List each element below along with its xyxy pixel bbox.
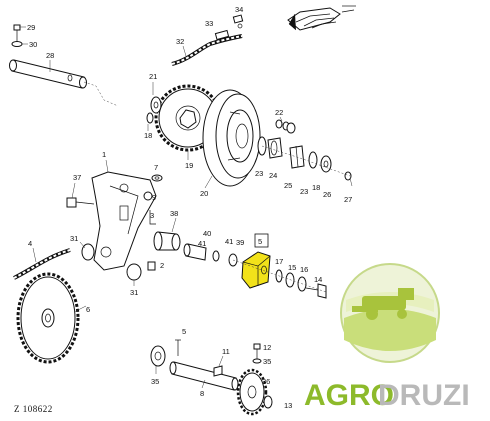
drawing-reference: Z 108622 [14, 404, 53, 414]
callout-16: 16 [300, 265, 308, 274]
callout-26: 26 [323, 190, 331, 199]
spacer-40 [183, 243, 207, 261]
callout-33: 33 [205, 19, 213, 28]
callout-35: 35 [151, 377, 159, 386]
washer-35 [150, 345, 166, 367]
callout-14: 14 [314, 275, 322, 284]
washer-30 [11, 41, 23, 47]
washer-18-upper [146, 112, 154, 124]
callout-29: 29 [27, 23, 35, 32]
washer-9 [143, 191, 153, 201]
washer-13 [263, 395, 273, 409]
washer-18-lower [308, 151, 318, 169]
washer-12 [252, 358, 262, 364]
chain-link-33 [214, 29, 230, 41]
callout-21: 21 [149, 72, 157, 81]
bolt-37 [66, 197, 95, 208]
bushing-38 [153, 231, 181, 251]
part-10 [147, 261, 156, 271]
callout-39: 39 [236, 238, 244, 247]
callout-18-lower: 18 [312, 183, 320, 192]
callout-5-lower: 5 [182, 327, 186, 336]
callout-34: 34 [235, 5, 243, 14]
sprocket-4 [16, 272, 80, 364]
callout-23: 23 [255, 169, 263, 178]
washer-21 [150, 96, 162, 114]
callout-30: 30 [29, 40, 37, 49]
callout-6: 8 [200, 389, 204, 398]
nut-26 [320, 155, 332, 173]
bushing-2-lower [126, 263, 142, 281]
callout-23-b: 23 [300, 187, 308, 196]
stud-3 [149, 210, 156, 225]
callout-20: 20 [200, 189, 208, 198]
callout-15: 15 [288, 263, 296, 272]
parts-22 [275, 119, 296, 134]
callout-2-lower: 31 [130, 288, 138, 297]
callout-19: 19 [185, 161, 193, 170]
callout-38: 38 [170, 209, 178, 218]
callout-31: 4 [28, 239, 32, 248]
bolt-11 [253, 343, 261, 360]
chain-link-34 [232, 14, 244, 29]
callout-36: 36 [262, 377, 270, 386]
callout-2-upper: 31 [70, 234, 78, 243]
clip-27 [344, 171, 352, 181]
callout-25: 25 [284, 181, 292, 190]
callout-13: 13 [284, 401, 292, 410]
callout-10: 2 [160, 261, 164, 270]
washer-7 [151, 174, 163, 182]
roller-chain-31 [13, 248, 71, 280]
callout-41: 41 [225, 237, 233, 246]
callout-40: 40 [203, 229, 211, 238]
callout-28: 28 [46, 51, 54, 60]
callout-7: 7 [154, 163, 158, 172]
callout-32: 32 [176, 37, 184, 46]
callout-41-b: 41 [198, 239, 206, 248]
callout-12: 35 [263, 357, 271, 366]
washer-15 [285, 272, 295, 288]
bracket-1 [91, 171, 157, 271]
pulley-20 [202, 89, 261, 187]
callout-9: 9 [152, 193, 156, 202]
watermark-druzi: DRUZI [378, 379, 470, 412]
bolt-14 [305, 283, 327, 299]
callout-5: 5 [258, 237, 262, 246]
callout-4: 6 [86, 305, 90, 314]
callout-22: 22 [275, 108, 283, 117]
agrodruzi-logo [340, 263, 440, 363]
tensioner-block-5 [241, 251, 271, 289]
shaft-28 [9, 59, 87, 89]
pin-5-lower [175, 339, 181, 356]
callout-11: 12 [263, 343, 271, 352]
callout-17: 17 [275, 257, 283, 266]
inset-drive-sketch [287, 5, 356, 31]
callout-24: 24 [269, 171, 277, 180]
key-8 [213, 365, 223, 377]
shaft-6 [169, 361, 239, 391]
bearing-24 [267, 137, 283, 159]
callout-3: 3 [150, 211, 154, 220]
highlight-label-box [254, 233, 269, 248]
callout-18-upper: 18 [144, 131, 152, 140]
callout-8: 11 [222, 347, 230, 356]
callout-1: 1 [102, 150, 106, 159]
callout-27: 27 [344, 195, 352, 204]
watermark-agro: AGRO [304, 379, 394, 412]
callout-37: 37 [73, 173, 81, 182]
roller-chain-32 [171, 34, 243, 66]
sprocket-36 [236, 368, 268, 416]
washer-41 [212, 250, 220, 262]
